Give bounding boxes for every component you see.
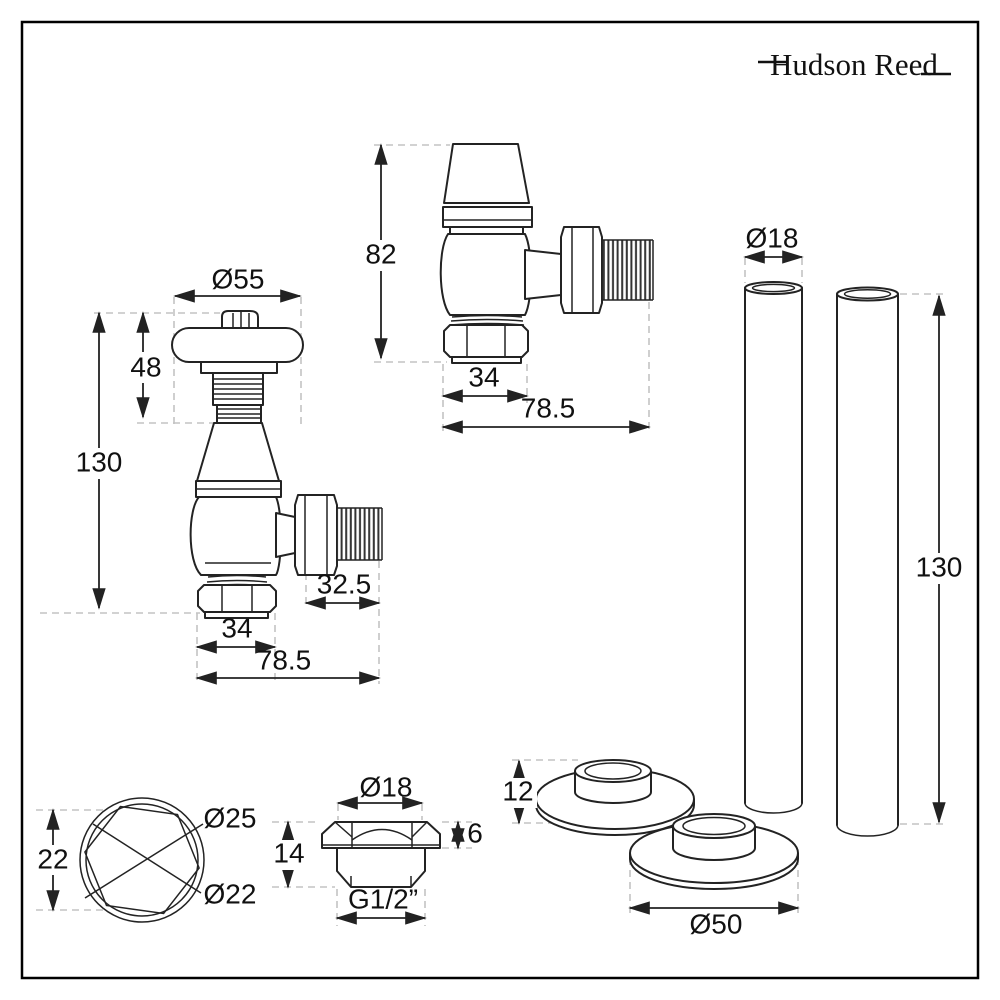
dim-label-across-flats: 22 xyxy=(37,843,68,874)
dim-label-total-width: 78.5 xyxy=(257,644,312,675)
wheel-head xyxy=(171,327,304,363)
pipe-2-bore xyxy=(843,289,892,299)
dim-label-collar-diameter: Ø50 xyxy=(690,908,743,939)
valve-body xyxy=(439,233,532,316)
compression-nut-tail xyxy=(451,356,522,364)
pipe-1 xyxy=(744,281,803,814)
blanking-plug-figure: Ø18 6 14 G1/2” xyxy=(270,771,483,926)
outer-circle xyxy=(79,797,205,923)
leader-outer-diameter xyxy=(84,823,204,899)
union-nut xyxy=(560,226,603,314)
collar-2-hole xyxy=(682,816,746,836)
dim-label-plug-thread: G1/2” xyxy=(348,883,418,914)
dim-label-total-width: 78.5 xyxy=(521,392,576,423)
dim-label-pipe-diameter: Ø18 xyxy=(746,222,799,253)
outlet-neck xyxy=(275,512,296,558)
hexagon xyxy=(84,805,200,915)
spindle-cap xyxy=(221,310,259,329)
collar-1-hole xyxy=(584,762,642,780)
collars-figure: 12 Ø50 xyxy=(500,759,800,939)
blanking-plug-drawing xyxy=(321,821,441,888)
lockshield-cap xyxy=(443,143,530,204)
pipe-1-bore xyxy=(751,283,796,293)
angled-valve-drawing xyxy=(171,310,383,619)
nut-top-view-figure: Ø25 Ø22 22 xyxy=(35,797,257,923)
gland-rib-lines xyxy=(217,408,261,419)
dim-label-collar-height: 12 xyxy=(502,775,533,806)
plug-dimensions: Ø18 6 14 G1/2” xyxy=(270,771,483,925)
leader-inner-diameter xyxy=(92,823,202,894)
cap-skirt xyxy=(442,206,533,228)
dim-label-outer-diameter: Ø25 xyxy=(204,802,257,833)
angled-valve-dimensions: Ø55 48 130 32.5 34 78.5 xyxy=(74,263,381,685)
dim-label-tail-length: 32.5 xyxy=(317,568,372,599)
dim-label-nut-width: 34 xyxy=(221,612,252,643)
collar-1 xyxy=(535,759,695,836)
pipes-dimensions: Ø18 130 xyxy=(743,222,967,824)
dim-label-pipe-length: 130 xyxy=(916,551,963,582)
dim-label-head-diameter: Ø55 xyxy=(212,263,265,294)
nut-dimensions: Ø25 Ø22 22 xyxy=(35,802,257,912)
threaded-tail xyxy=(337,507,383,561)
lockshield-dimensions: 82 34 78.5 xyxy=(359,143,651,434)
dim-label-inner-diameter: Ø22 xyxy=(204,878,257,909)
dim-label-plug-head-diameter: Ø18 xyxy=(360,771,413,802)
stem-ribs xyxy=(213,378,263,400)
plug-shank xyxy=(336,847,426,888)
outlet-neck xyxy=(524,249,562,300)
brand-logo-text: Hudson Reed xyxy=(770,47,938,82)
pipe-2 xyxy=(836,286,899,837)
compression-nut xyxy=(197,584,277,613)
inner-circle xyxy=(85,803,199,917)
compression-nut-tail xyxy=(204,611,269,619)
dim-label-head-height: 48 xyxy=(130,351,161,382)
collars-dimensions: 12 Ø50 xyxy=(500,759,800,939)
hex-dome-arc xyxy=(351,828,413,841)
dim-label-height: 82 xyxy=(365,238,396,269)
pipes-figure: Ø18 130 xyxy=(743,222,967,837)
dim-label-nut-width: 34 xyxy=(468,361,499,392)
collar-2 xyxy=(629,813,799,890)
union-nut xyxy=(294,494,338,576)
head-collar xyxy=(200,361,278,374)
dim-label-plug-height: 14 xyxy=(273,837,304,868)
dim-label-total-height: 130 xyxy=(76,446,123,477)
nut-top-view-drawing xyxy=(79,797,205,923)
lockshield-valve-figure: 82 34 78.5 xyxy=(359,143,654,434)
lockshield-valve-drawing xyxy=(439,143,654,364)
brand-logo: Hudson Reed xyxy=(758,47,951,82)
cap-collar xyxy=(449,226,524,235)
dim-label-plug-head-height: 6 xyxy=(467,817,483,848)
compression-nut xyxy=(443,324,529,358)
angled-valve-figure: Ø55 48 130 32.5 34 78.5 xyxy=(40,263,383,685)
threaded-tail xyxy=(602,239,654,301)
